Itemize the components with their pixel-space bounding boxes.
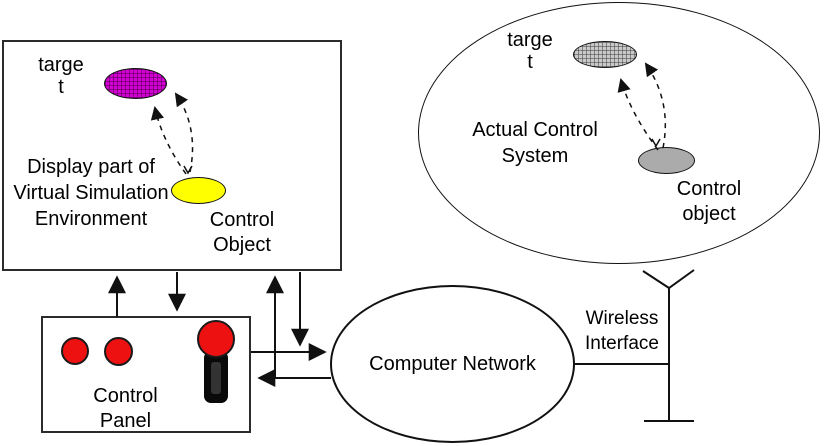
actual-control-system-ellipse: targe t Actual Control System Control ob…	[418, 2, 820, 264]
virtual-environment-label-line1: Display part of	[27, 156, 155, 178]
virtual-control-object-label-line2: Object	[213, 234, 271, 256]
actual-control-system-label-line2: System	[501, 145, 569, 167]
actual-control-object-ellipse	[638, 147, 695, 174]
control-panel-label: Control Panel	[73, 384, 178, 434]
virtual-environment-label-line3: Environment	[34, 208, 148, 230]
joystick-ball[interactable]	[197, 320, 235, 358]
joystick-shaft-highlight	[211, 362, 221, 394]
wireless-interface-label-line2: Interface	[585, 333, 659, 354]
actual-target-label: targe t	[499, 29, 561, 73]
wireless-interface-label-line1: Wireless	[585, 308, 659, 329]
computer-network-ellipse: Computer Network	[330, 285, 575, 443]
virtual-target-label-line2: t	[58, 76, 64, 98]
actual-control-object-label-line1: Control	[676, 178, 742, 200]
virtual-target-ellipse	[104, 68, 167, 99]
computer-network-label: Computer Network	[369, 352, 536, 375]
joystick-shaft[interactable]	[204, 351, 228, 403]
actual-control-object-label-line2: object	[682, 203, 736, 225]
actual-target-ellipse	[573, 41, 637, 68]
panel-button-1[interactable]	[61, 337, 89, 365]
actual-control-system-label: Actual Control System	[453, 117, 617, 169]
control-panel-box: Control Panel	[41, 316, 251, 433]
wireless-interface-label: Wireless Interface	[574, 306, 670, 356]
actual-control-object-label: Control object	[669, 177, 749, 227]
antenna-v-icon	[642, 269, 695, 290]
actual-target-label-line1: targe	[507, 29, 553, 51]
virtual-environment-box: targe t Display part of Virtual Simulati…	[2, 40, 342, 271]
virtual-target-label: targe t	[30, 54, 92, 98]
control-panel-label-line2: Panel	[99, 410, 152, 432]
virtual-environment-label-line2: Virtual Simulation	[13, 182, 169, 204]
actual-target-label-line2: t	[527, 51, 533, 73]
panel-button-2[interactable]	[104, 337, 133, 366]
control-panel-label-line1: Control	[93, 385, 158, 407]
virtual-target-label-line1: targe	[38, 54, 84, 76]
virtual-control-object-ellipse	[171, 177, 226, 204]
actual-control-system-label-line1: Actual Control	[472, 119, 598, 141]
virtual-control-object-label-line1: Control	[209, 209, 275, 231]
virtual-environment-label: Display part of Virtual Simulation Envir…	[2, 154, 180, 232]
virtual-control-object-label: Control Object	[200, 208, 284, 258]
